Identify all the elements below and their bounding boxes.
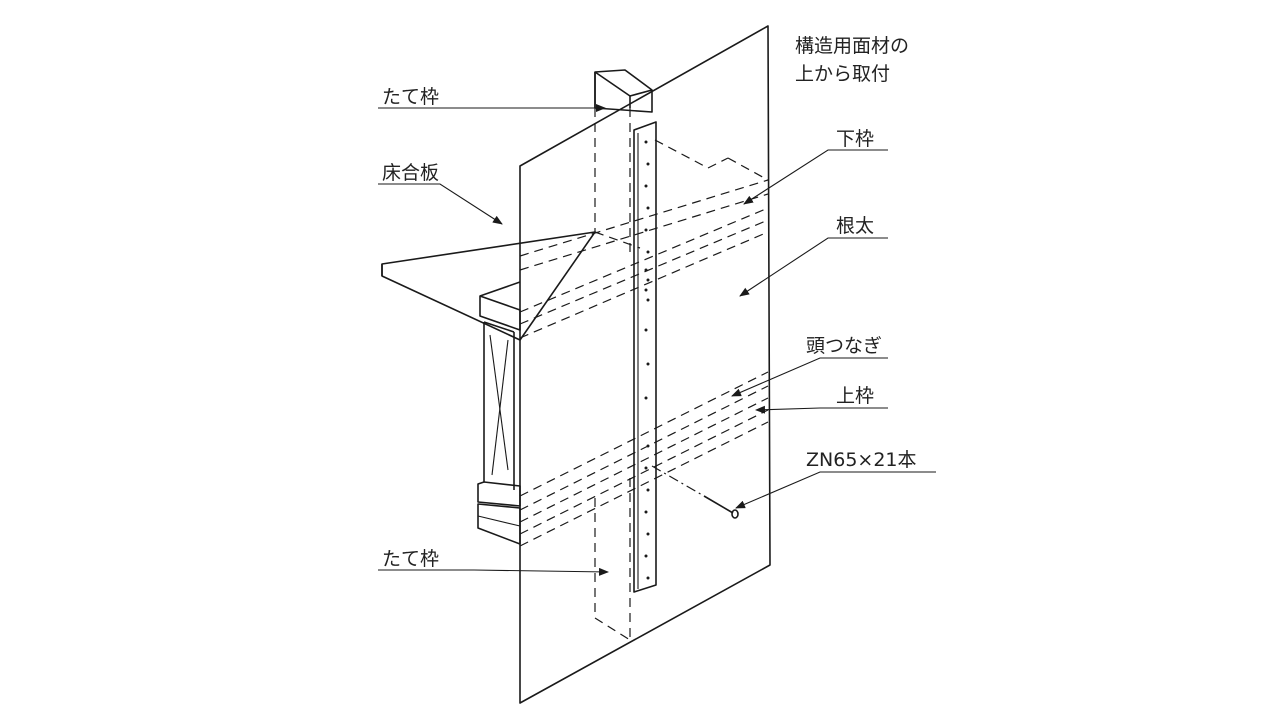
nail-hole xyxy=(644,140,648,144)
nail-hole xyxy=(644,510,648,514)
leader-stud-bottom xyxy=(378,567,609,576)
label-nail-spec: ZN65×21本 xyxy=(806,449,917,471)
label-top-plate: 上枠 xyxy=(836,385,874,407)
labels: 構造用面材の 上から取付 たて枠 床合板 下枠 根太 頭つなぎ 上枠 ZN65×… xyxy=(382,35,917,570)
nail-hole xyxy=(644,554,648,558)
nail-hole xyxy=(646,250,650,254)
nail-hole xyxy=(644,228,648,232)
label-floor-plywood: 床合板 xyxy=(382,162,439,184)
nail-hole xyxy=(646,532,650,536)
leader-bottom-plate xyxy=(743,149,888,205)
label-header-tie: 頭つなぎ xyxy=(806,335,882,357)
hidden-framing xyxy=(519,108,769,641)
nail-hole xyxy=(644,396,648,400)
nail-hole xyxy=(644,268,648,272)
nail-hole xyxy=(644,288,648,292)
nail-hole xyxy=(644,466,648,470)
nail-hole xyxy=(646,362,650,366)
nail-hole xyxy=(646,298,650,302)
label-panel-line2: 上から取付 xyxy=(795,63,890,85)
nail-hole xyxy=(644,184,648,188)
structural-panel xyxy=(519,25,771,704)
leader-floor-plywood xyxy=(378,183,503,225)
strap-nail-holes xyxy=(644,140,650,580)
leader-nail-spec xyxy=(735,471,936,509)
label-stud-top: たて枠 xyxy=(382,86,439,108)
label-panel-line1: 構造用面材の xyxy=(795,35,909,57)
nail-hole xyxy=(646,206,650,210)
leader-joist xyxy=(739,237,888,297)
nail-hole xyxy=(644,328,648,332)
metal-strap xyxy=(633,121,657,593)
lower-frame-blocks xyxy=(477,321,521,545)
nail-hole xyxy=(646,488,650,492)
nail-hole xyxy=(646,444,650,448)
nail xyxy=(651,465,739,519)
nail-hole xyxy=(646,576,650,580)
label-joist: 根太 xyxy=(836,215,874,237)
nail-hole xyxy=(646,278,650,282)
leader-top-plate xyxy=(755,405,888,414)
leader-header-tie xyxy=(731,357,888,397)
label-bottom-plate: 下枠 xyxy=(836,128,874,150)
leader-lines xyxy=(378,104,936,576)
label-stud-bottom: たて枠 xyxy=(382,548,439,570)
nail-hole xyxy=(646,162,650,166)
stud-top-block xyxy=(594,69,653,113)
